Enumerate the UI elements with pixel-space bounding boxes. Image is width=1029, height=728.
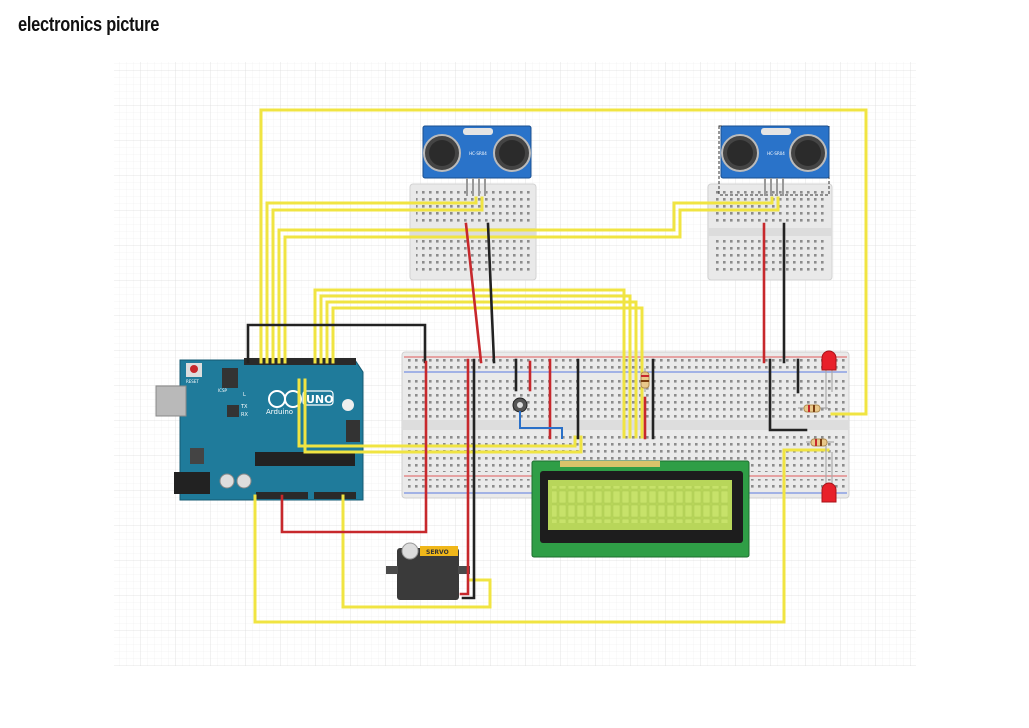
sensor-1-label: HC-SR04 [469, 151, 487, 156]
mini-breadboard-1 [409, 183, 537, 281]
arduino-uno: RESET ICSP L TX RX Arduino UNO [155, 358, 364, 501]
page-title: electronics picture [18, 14, 160, 36]
arduino-brand-label: Arduino [266, 408, 293, 416]
arduino-model-label: UNO [306, 393, 334, 406]
potentiometer [512, 397, 528, 413]
arduino-rx-label: RX [241, 412, 248, 418]
servo-motor: SERVO [386, 542, 470, 600]
lcd-16x2 [531, 460, 750, 558]
arduino-l-label: L [243, 392, 246, 398]
mini-breadboard-2 [707, 183, 833, 281]
ultrasonic-sensor-1: HC-SR04 [422, 125, 532, 196]
ultrasonic-sensor-2: HC-SR04 [718, 125, 830, 196]
arduino-reset-label: RESET [186, 379, 199, 384]
red-led-2 [821, 446, 837, 503]
arduino-tx-label: TX [240, 404, 248, 410]
resistor-3 [806, 438, 834, 447]
servo-label: SERVO [426, 549, 449, 556]
resistor-1 [640, 368, 650, 392]
arduino-icsp-label: ICSP [218, 388, 228, 393]
red-led-1 [821, 350, 837, 410]
sensor-2-label: HC-SR04 [767, 151, 785, 156]
resistor-2 [798, 404, 828, 413]
